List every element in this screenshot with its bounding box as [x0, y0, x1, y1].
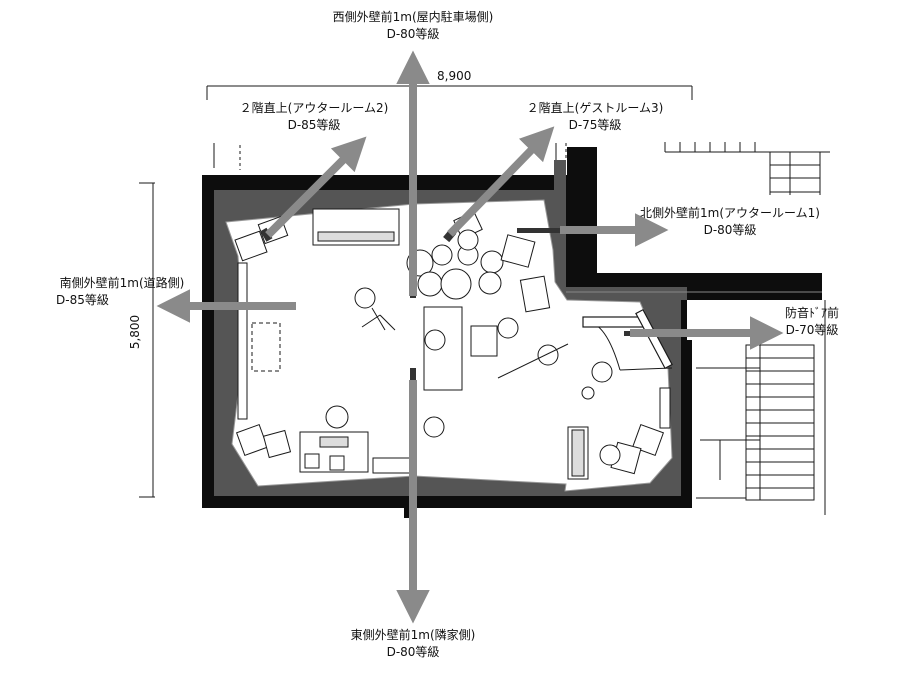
- label-upper-room2: ２階直上(アウタールーム2) D-85等級: [239, 100, 389, 134]
- dimension-height: 5,800: [128, 314, 143, 350]
- stairs-upper: [664, 142, 830, 195]
- label-north: 北側外壁前1m(アウタールーム1) D-80等級: [632, 205, 828, 239]
- label-east-rating: D-80等級: [386, 645, 440, 659]
- label-east-location: 東側外壁前1m(隣家側): [350, 628, 476, 642]
- label-south-location: 南側外壁前1m(道路側): [59, 276, 185, 290]
- label-upper-guest-rating: D-75等級: [568, 118, 622, 132]
- label-south: 南側外壁前1m(道路側) D-85等級: [48, 275, 196, 309]
- label-door-location: 防音ﾄﾞｱ前: [784, 306, 839, 320]
- label-door: 防音ﾄﾞｱ前 D-70等級: [772, 305, 852, 339]
- dimension-lines: [139, 85, 693, 498]
- label-east: 東側外壁前1m(隣家側) D-80等級: [336, 627, 490, 661]
- exterior-details: [213, 143, 567, 170]
- label-upper-room2-rating: D-85等級: [287, 118, 341, 132]
- label-west-location: 西側外壁前1m(屋内駐車場側): [332, 10, 494, 24]
- performers: [325, 229, 621, 466]
- arrow-upper-guest: [447, 126, 555, 237]
- label-upper-guest: ２階直上(ゲストルーム3) D-75等級: [525, 100, 665, 134]
- label-north-location: 北側外壁前1m(アウタールーム1): [640, 206, 820, 220]
- arrows: [156, 50, 784, 624]
- dimension-width: 8,900: [437, 69, 472, 83]
- arrow-upper-room2: [265, 136, 367, 238]
- label-west-rating: D-80等級: [386, 27, 440, 41]
- label-west: 西側外壁前1m(屋内駐車場側) D-80等級: [325, 9, 501, 43]
- label-south-rating: D-85等級: [56, 293, 109, 307]
- label-upper-guest-location: ２階直上(ゲストルーム3): [526, 101, 664, 115]
- label-door-rating: D-70等級: [785, 323, 839, 337]
- label-upper-room2-location: ２階直上(アウタールーム2): [239, 101, 389, 115]
- label-north-rating: D-80等級: [703, 223, 757, 237]
- stairs-lower: [696, 300, 826, 515]
- soundproof-door: [582, 308, 673, 370]
